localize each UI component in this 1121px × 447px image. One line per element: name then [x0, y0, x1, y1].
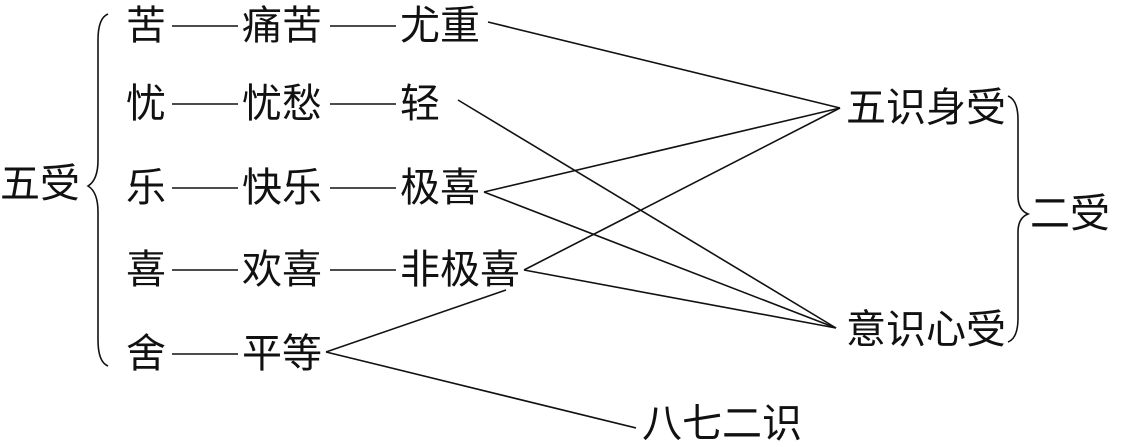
right-node-wushi-label: 五识身受 — [846, 85, 1006, 131]
link-qing-to-yishi — [457, 99, 837, 329]
feeling-label: 舍 — [126, 331, 166, 377]
experience-label: 快乐 — [242, 165, 322, 211]
link-jixi-to-wushi — [483, 107, 841, 193]
feeling-label: 苦 — [126, 3, 166, 49]
link-feijixi-to-wushi — [523, 107, 841, 271]
link-pingdeng-to-baqi — [325, 351, 637, 429]
experience-label: 痛苦 — [242, 3, 322, 49]
right-brace — [1007, 95, 1031, 343]
degree-label: 极喜 — [400, 165, 480, 211]
bottom-node-label: 八七二识 — [642, 401, 802, 447]
left-group-label: 五受 — [0, 161, 80, 207]
right-group-label: 二受 — [1030, 191, 1110, 237]
degree-label: 非极喜 — [400, 247, 520, 293]
feeling-label: 乐 — [126, 165, 166, 211]
feeling-label: 喜 — [126, 247, 166, 293]
feeling-label: 忧 — [126, 81, 166, 127]
experience-label: 平等 — [242, 331, 322, 377]
degree-label: 尤重 — [400, 3, 480, 49]
link-feijixi-to-yishi — [523, 269, 837, 329]
left-brace — [86, 13, 109, 367]
right-node-yishi-label: 意识心受 — [846, 307, 1006, 353]
link-jixi-to-yishi — [483, 191, 837, 329]
link-youzhong-to-wushi — [487, 21, 841, 109]
experience-label: 欢喜 — [242, 247, 322, 293]
experience-label: 忧愁 — [242, 81, 322, 127]
degree-label: 轻 — [400, 81, 440, 127]
link-pingdeng-to-feijixi — [325, 289, 507, 353]
